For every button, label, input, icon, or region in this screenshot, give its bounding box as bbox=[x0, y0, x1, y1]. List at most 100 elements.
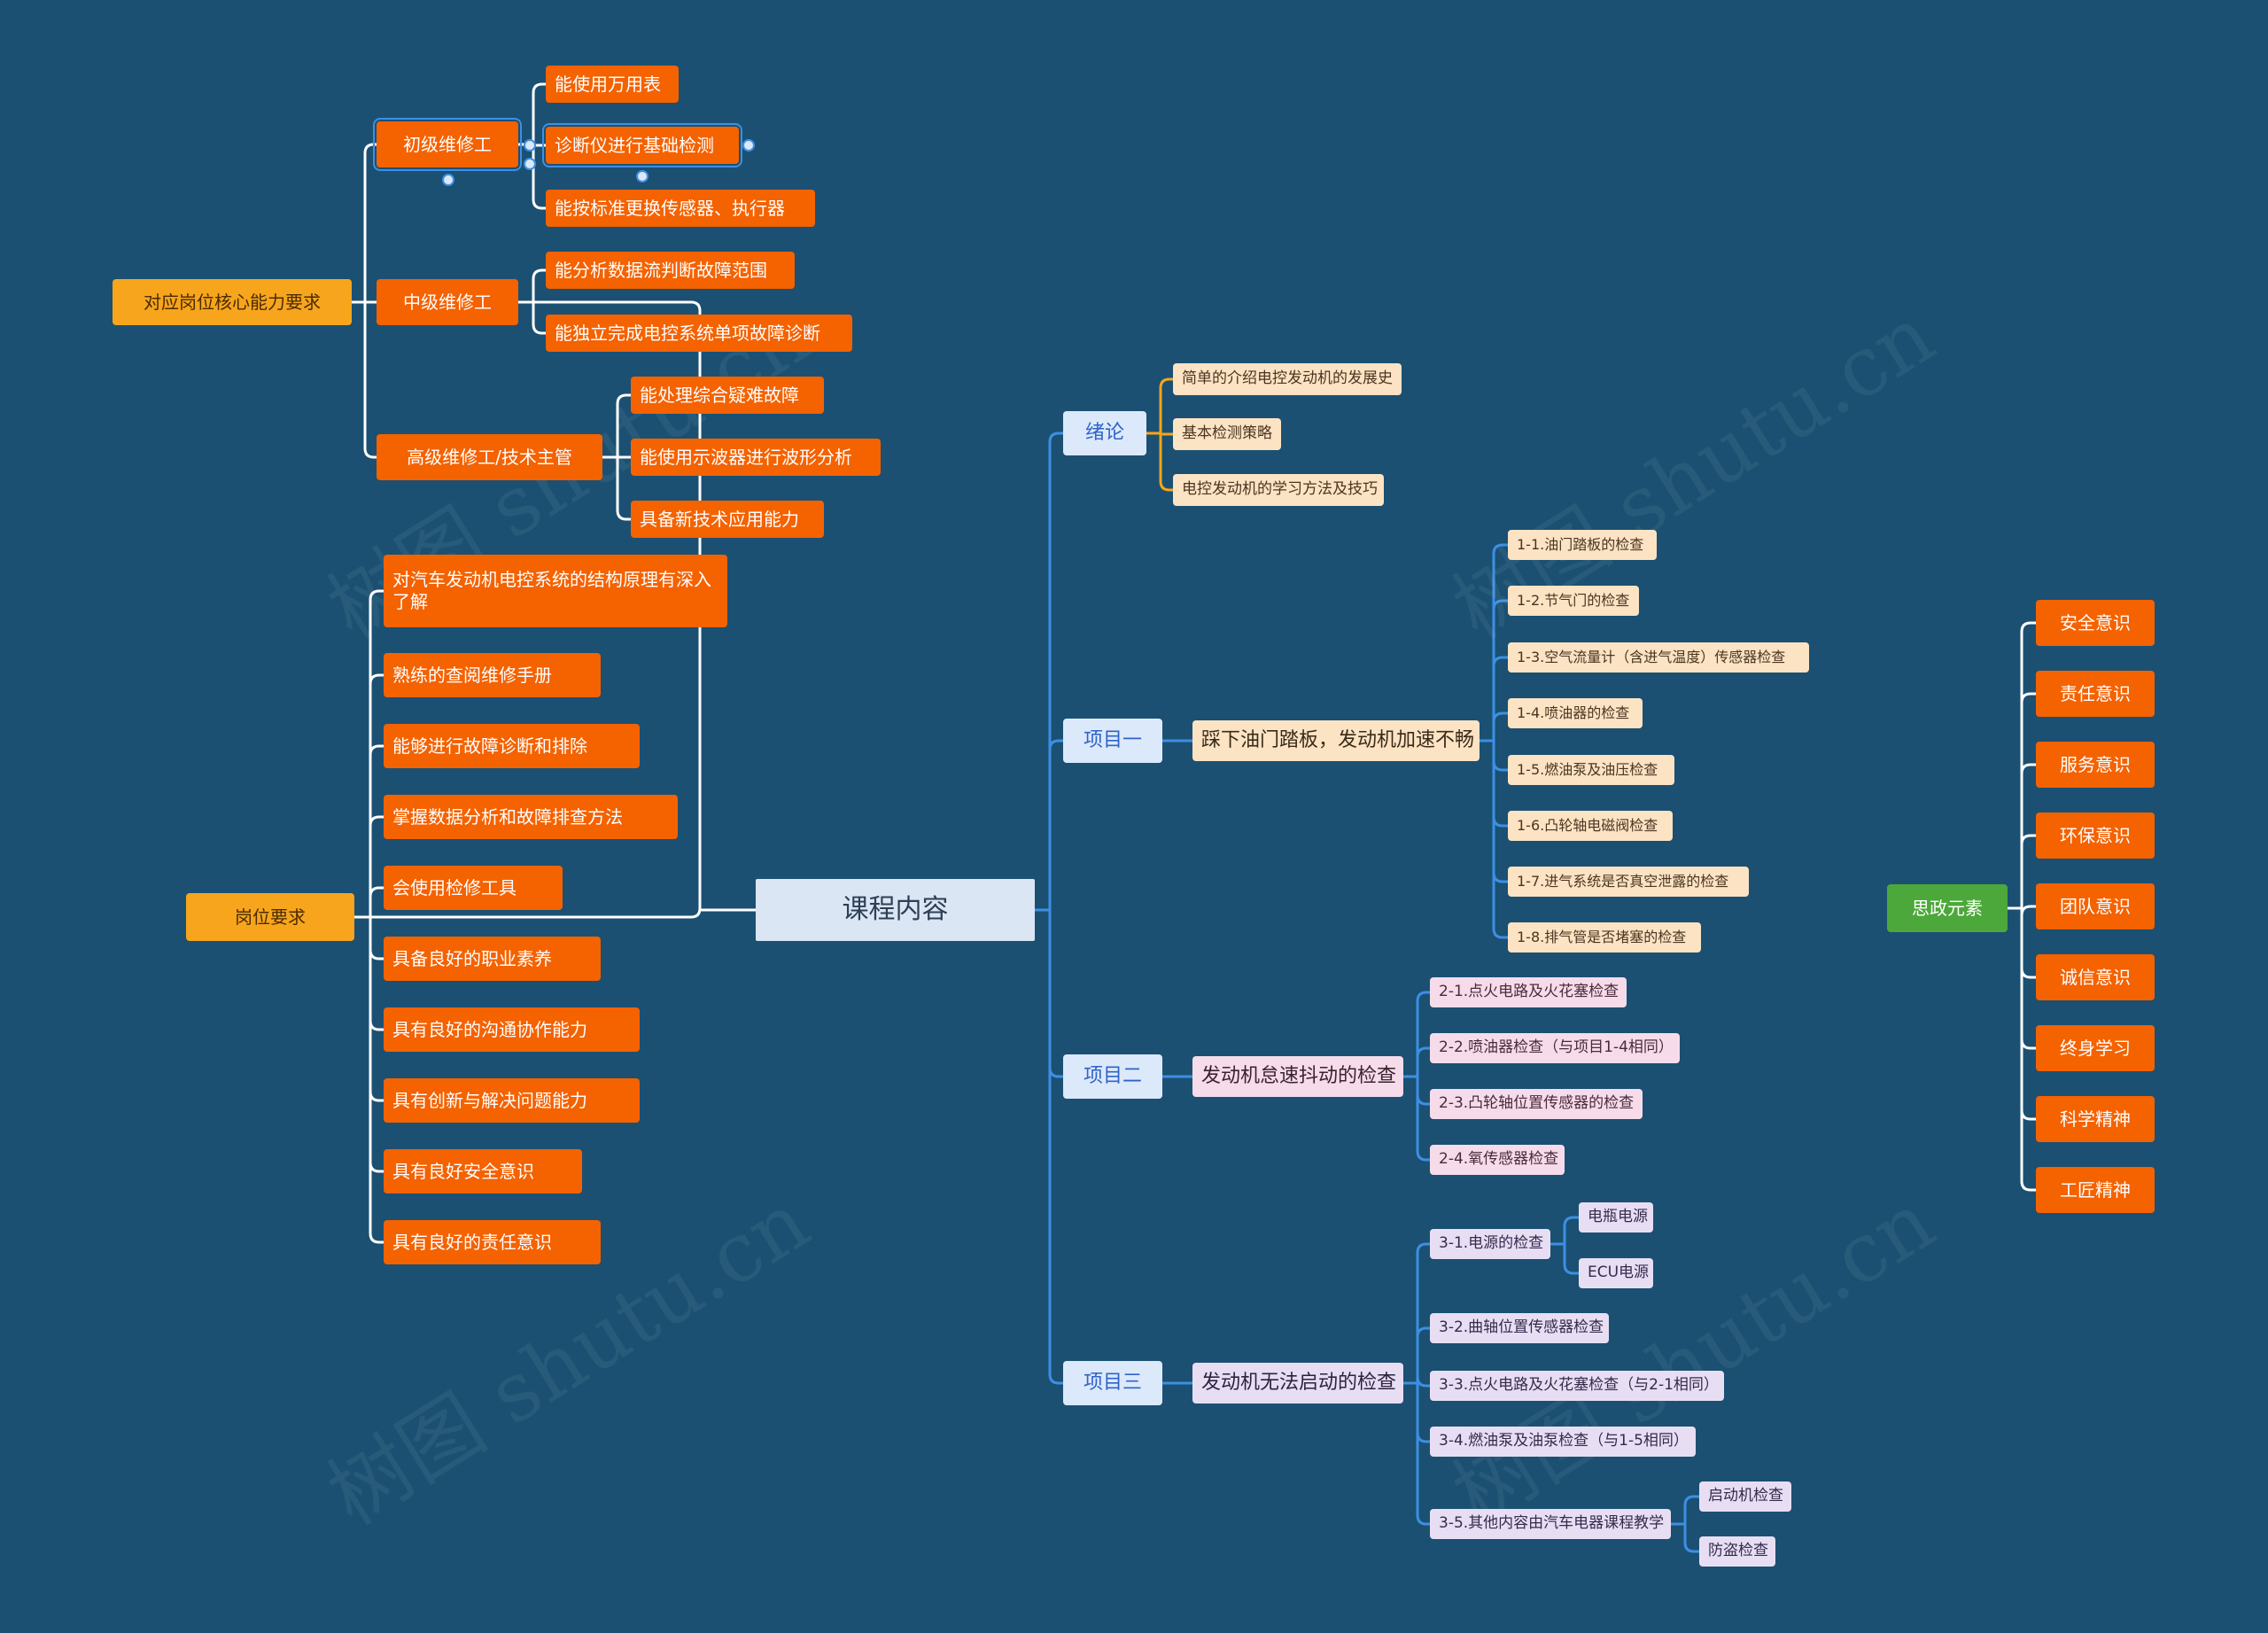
ideology-item[interactable]: 工匠精神 bbox=[2036, 1167, 2155, 1213]
connector-line bbox=[369, 1162, 384, 1173]
post-item[interactable]: 对汽车发动机电控系统的结构原理有深入了解 bbox=[384, 555, 727, 627]
level-senior-node[interactable]: 高级维修工/技术主管 bbox=[377, 434, 602, 480]
connector-line bbox=[1492, 543, 1508, 555]
senior-item[interactable]: 具备新技术应用能力 bbox=[631, 501, 824, 538]
expand-handle[interactable] bbox=[442, 174, 454, 186]
project-2-node[interactable]: 项目二 bbox=[1063, 1054, 1162, 1099]
other-item[interactable]: 启动机检查 bbox=[1699, 1481, 1791, 1512]
middle-item[interactable]: 能分析数据流判断故障范围 bbox=[546, 252, 795, 289]
level-middle-node[interactable]: 中级维修工 bbox=[377, 279, 518, 325]
post-item[interactable]: 具有创新与解决问题能力 bbox=[384, 1078, 640, 1123]
expand-handle[interactable] bbox=[524, 158, 536, 170]
core-ability-node[interactable]: 对应岗位核心能力要求 bbox=[113, 279, 352, 325]
post-requirement-node[interactable]: 岗位要求 bbox=[186, 893, 354, 941]
project-1-topic[interactable]: 踩下油门踏板，发动机加速不畅 bbox=[1192, 720, 1480, 761]
connector-line bbox=[616, 509, 631, 521]
project-3-item[interactable]: 3-3.点火电路及火花塞检查（与2-1相同） bbox=[1430, 1371, 1724, 1401]
connector-line bbox=[1492, 712, 1508, 723]
project-2-item[interactable]: 2-3.凸轮轴位置传感器的检查 bbox=[1430, 1089, 1643, 1119]
project-3-item[interactable]: 3-4.燃油泵及油泵检查（与1-5相同） bbox=[1430, 1427, 1696, 1457]
project-1-item[interactable]: 1-3.空气流量计（含进气温度）传感器检查 bbox=[1508, 642, 1809, 673]
intro-node[interactable]: 绪论 bbox=[1063, 411, 1146, 455]
connector-line bbox=[369, 949, 384, 960]
level-junior-node[interactable]: 初级维修工 bbox=[373, 118, 522, 171]
other-item[interactable]: 防盗检查 bbox=[1699, 1536, 1775, 1567]
intro-item[interactable]: 基本检测策略 bbox=[1173, 418, 1281, 450]
project-2-topic[interactable]: 发动机怠速抖动的检查 bbox=[1192, 1056, 1403, 1097]
root-node[interactable]: 课程内容 bbox=[756, 879, 1035, 941]
project-3-node[interactable]: 项目三 bbox=[1063, 1361, 1162, 1405]
ideology-item[interactable]: 责任意识 bbox=[2036, 671, 2155, 717]
connector-line bbox=[369, 589, 384, 601]
connector-line bbox=[1416, 1094, 1430, 1106]
project-1-item[interactable]: 1-6.凸轮轴电磁阀检查 bbox=[1508, 811, 1673, 841]
post-item[interactable]: 具有良好的沟通协作能力 bbox=[384, 1007, 640, 1052]
connector-line bbox=[369, 886, 384, 898]
power-item[interactable]: ECU电源 bbox=[1579, 1258, 1653, 1288]
project-1-node[interactable]: 项目一 bbox=[1063, 719, 1162, 763]
power-item[interactable]: 电瓶电源 bbox=[1579, 1202, 1653, 1233]
connector-line bbox=[369, 744, 384, 756]
connector-line bbox=[532, 82, 546, 94]
connector-line bbox=[1492, 928, 1508, 939]
post-item[interactable]: 会使用检修工具 bbox=[384, 866, 563, 910]
ideology-node[interactable]: 思政元素 bbox=[1887, 884, 2008, 932]
project-1-item[interactable]: 1-8.排气管是否堵塞的检查 bbox=[1508, 922, 1701, 953]
expand-handle[interactable] bbox=[524, 139, 536, 152]
connector-line bbox=[1416, 991, 1430, 1002]
ideology-item[interactable]: 团队意识 bbox=[2036, 883, 2155, 929]
connector-line bbox=[616, 393, 631, 405]
connector-line bbox=[1416, 1242, 1430, 1254]
ideology-item[interactable]: 科学精神 bbox=[2036, 1096, 2155, 1142]
project-1-item[interactable]: 1-1.油门踏板的检查 bbox=[1508, 530, 1657, 560]
expand-handle[interactable] bbox=[742, 139, 755, 152]
connector-line bbox=[1492, 816, 1508, 828]
connector-line bbox=[1416, 1432, 1430, 1443]
connector-line bbox=[2020, 905, 2036, 916]
project-1-item[interactable]: 1-4.喷油器的检查 bbox=[1508, 698, 1643, 728]
ideology-item[interactable]: 环保意识 bbox=[2036, 813, 2155, 859]
project-1-item[interactable]: 1-2.节气门的检查 bbox=[1508, 586, 1639, 616]
connector-line bbox=[2020, 1109, 2036, 1121]
connector-line bbox=[1416, 1046, 1430, 1058]
ideology-item[interactable]: 终身学习 bbox=[2036, 1025, 2155, 1071]
connector-line bbox=[2020, 834, 2036, 845]
intro-item[interactable]: 简单的介绍电控发动机的发展史 bbox=[1173, 363, 1402, 395]
connector-line bbox=[1683, 1542, 1699, 1553]
project-3-topic[interactable]: 发动机无法启动的检查 bbox=[1192, 1363, 1403, 1404]
senior-item[interactable]: 能处理综合疑难故障 bbox=[631, 377, 824, 414]
project-3-item[interactable]: 3-5.其他内容由汽车电器课程教学 bbox=[1430, 1509, 1671, 1539]
intro-item[interactable]: 电控发动机的学习方法及技巧 bbox=[1173, 474, 1384, 506]
post-item[interactable]: 熟练的查阅维修手册 bbox=[384, 653, 601, 697]
ideology-item[interactable]: 安全意识 bbox=[2036, 600, 2155, 646]
connector-line bbox=[1416, 1376, 1430, 1388]
junior-item[interactable]: 能按标准更换传感器、执行器 bbox=[546, 190, 815, 227]
expand-handle[interactable] bbox=[636, 170, 649, 183]
ideology-item[interactable]: 服务意识 bbox=[2036, 742, 2155, 788]
ideology-item[interactable]: 诚信意识 bbox=[2036, 954, 2155, 1000]
project-3-item[interactable]: 3-2.曲轴位置传感器检查 bbox=[1430, 1313, 1609, 1343]
junior-item[interactable]: 能使用万用表 bbox=[546, 66, 679, 103]
project-2-item[interactable]: 2-4.氧传感器检查 bbox=[1430, 1145, 1565, 1175]
project-2-item[interactable]: 2-2.喷油器检查（与项目1-4相同） bbox=[1430, 1033, 1680, 1063]
post-item[interactable]: 具备良好的职业素养 bbox=[384, 937, 601, 981]
connector-line bbox=[352, 907, 702, 919]
project-1-item[interactable]: 1-7.进气系统是否真空泄露的检查 bbox=[1508, 867, 1749, 897]
post-item[interactable]: 具有良好安全意识 bbox=[384, 1149, 582, 1194]
connector-line bbox=[352, 300, 702, 312]
post-item[interactable]: 能够进行故障诊断和排除 bbox=[384, 724, 640, 768]
senior-item[interactable]: 能使用示波器进行波形分析 bbox=[631, 439, 881, 476]
project-3-item[interactable]: 3-1.电源的检查 bbox=[1430, 1229, 1550, 1259]
connector-line bbox=[369, 673, 384, 685]
middle-item[interactable]: 能独立完成电控系统单项故障诊断 bbox=[546, 315, 852, 352]
post-item[interactable]: 掌握数据分析和故障排查方法 bbox=[384, 795, 678, 839]
connector-line bbox=[2020, 763, 2036, 774]
project-1-item[interactable]: 1-5.燃油泵及油压检查 bbox=[1508, 755, 1674, 785]
junior-item[interactable]: 诊断仪进行基础检测 bbox=[542, 123, 742, 167]
connector-line bbox=[1492, 599, 1508, 610]
connector-line bbox=[532, 268, 546, 280]
post-item[interactable]: 具有良好的责任意识 bbox=[384, 1220, 601, 1264]
connector-line bbox=[1563, 1264, 1579, 1275]
project-2-item[interactable]: 2-1.点火电路及火花塞检查 bbox=[1430, 977, 1627, 1007]
